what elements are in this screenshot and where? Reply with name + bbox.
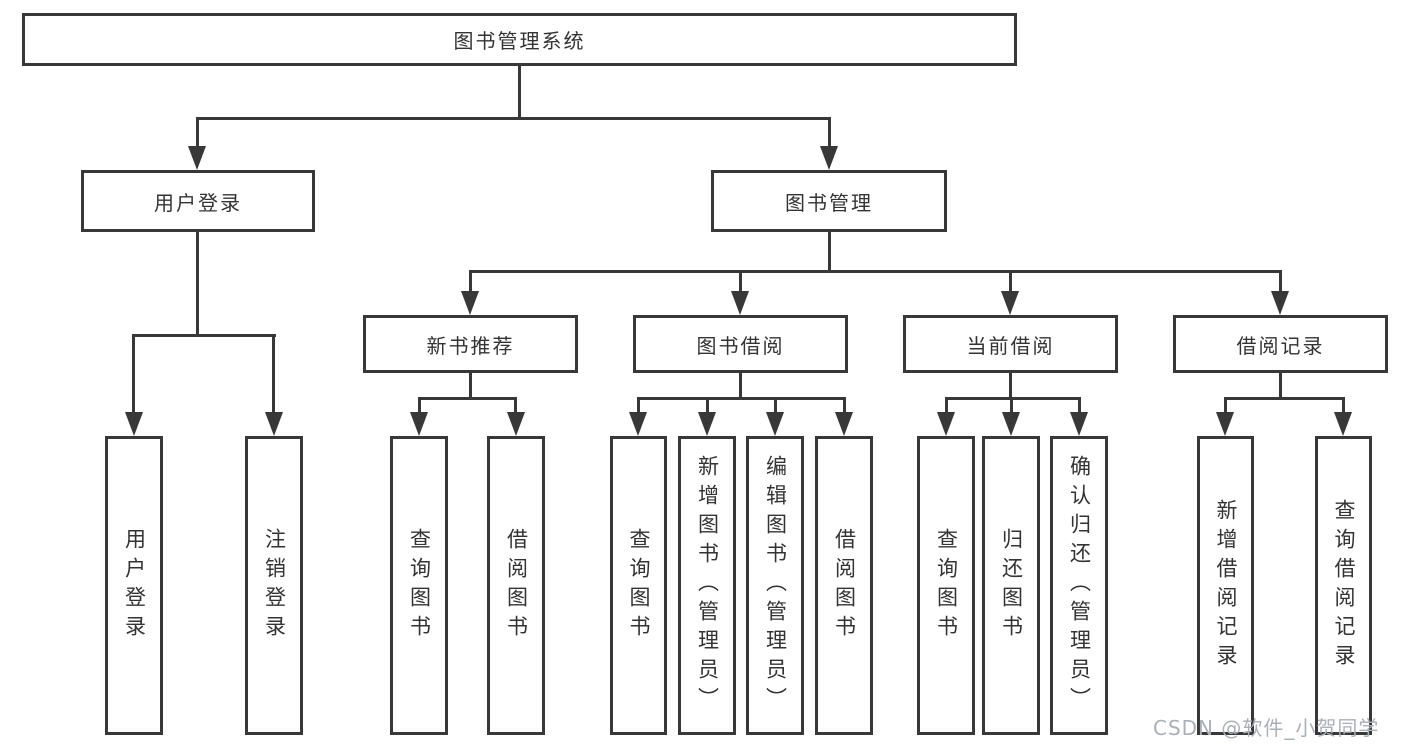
connector-line <box>945 397 1081 400</box>
leaf-borrow-books: 借阅图书 <box>815 436 873 735</box>
leaf-borrow-books-recommend: 借阅图书 <box>487 436 545 735</box>
connector-line <box>418 397 517 400</box>
arrowhead-down-icon <box>507 412 525 436</box>
connector-line <box>828 232 831 273</box>
node-book-management: 图书管理 <box>711 170 947 232</box>
connector-line <box>132 334 135 414</box>
arrowhead-down-icon <box>820 146 838 170</box>
connector-line <box>518 66 521 119</box>
arrowhead-down-icon <box>265 412 283 436</box>
connector-line <box>196 117 831 120</box>
leaf-add-books-admin: 新增图书（管理员） <box>678 436 736 735</box>
node-book-borrowing: 图书借阅 <box>633 315 848 373</box>
arrowhead-down-icon <box>1001 291 1019 315</box>
arrowhead-down-icon <box>937 412 955 436</box>
arrowhead-down-icon <box>698 412 716 436</box>
arrowhead-down-icon <box>766 412 784 436</box>
node-root-library-system: 图书管理系统 <box>22 13 1017 66</box>
arrowhead-down-icon <box>410 412 428 436</box>
arrowhead-down-icon <box>731 291 749 315</box>
node-user-login: 用户登录 <box>81 170 315 232</box>
connector-line <box>469 270 1282 273</box>
connector-line <box>132 334 276 337</box>
connector-line <box>774 397 777 415</box>
connector-line <box>637 397 640 415</box>
connector-line <box>945 397 948 415</box>
csdn-watermark: CSDN @软件_小贺同学 <box>1153 716 1380 740</box>
leaf-logout: 注销登录 <box>245 436 303 735</box>
connector-line <box>514 397 517 415</box>
connector-line <box>1342 397 1345 415</box>
arrowhead-down-icon <box>629 412 647 436</box>
node-borrowing-records: 借阅记录 <box>1173 315 1388 373</box>
connector-line <box>1279 270 1282 294</box>
connector-line <box>739 371 742 400</box>
connector-line <box>196 232 199 337</box>
leaf-query-books-current: 查询图书 <box>917 436 975 735</box>
connector-line <box>1224 397 1227 415</box>
connector-line <box>1009 371 1012 400</box>
leaf-query-books-borrow: 查询图书 <box>610 436 667 735</box>
arrowhead-down-icon <box>125 412 143 436</box>
leaf-confirm-return-admin: 确认归还（管理员） <box>1050 436 1108 735</box>
arrowhead-down-icon <box>1334 412 1352 436</box>
arrowhead-down-icon <box>1070 412 1088 436</box>
connector-line <box>1224 397 1345 400</box>
connector-line <box>1010 397 1013 415</box>
node-new-book-recommendation: 新书推荐 <box>363 315 578 373</box>
connector-line <box>196 117 199 149</box>
arrowhead-down-icon <box>461 291 479 315</box>
connector-line <box>469 371 472 400</box>
leaf-query-borrow-record: 查询借阅记录 <box>1315 436 1372 735</box>
connector-line <box>739 270 742 294</box>
connector-line <box>469 270 472 294</box>
connector-line <box>828 117 831 149</box>
arrowhead-down-icon <box>1002 412 1020 436</box>
connector-line <box>272 334 275 414</box>
leaf-edit-books-admin: 编辑图书（管理员） <box>746 436 804 735</box>
connector-line <box>418 397 421 415</box>
leaf-query-books-recommend: 查询图书 <box>390 436 448 735</box>
leaf-user-login: 用户登录 <box>105 436 163 735</box>
arrowhead-down-icon <box>1216 412 1234 436</box>
connector-line <box>637 397 846 400</box>
arrowhead-down-icon <box>1271 291 1289 315</box>
connector-line <box>706 397 709 415</box>
connector-line <box>1279 371 1282 400</box>
connector-line <box>1009 270 1012 294</box>
arrowhead-down-icon <box>835 412 853 436</box>
arrowhead-down-icon <box>188 146 206 170</box>
connector-line <box>843 397 846 415</box>
connector-line <box>1078 397 1081 415</box>
node-current-borrowing: 当前借阅 <box>903 315 1118 373</box>
leaf-return-books: 归还图书 <box>982 436 1040 735</box>
leaf-add-borrow-record: 新增借阅记录 <box>1197 436 1254 735</box>
